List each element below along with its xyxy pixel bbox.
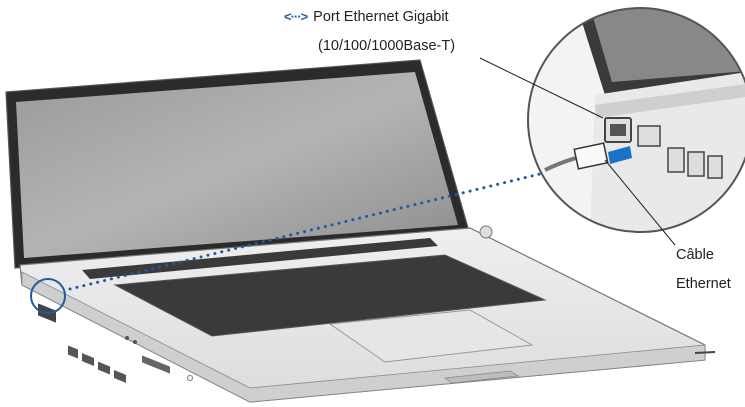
ethernet-port-label: <···> Port Ethernet Gigabit bbox=[284, 7, 449, 27]
ethernet-icon: <···> bbox=[284, 9, 308, 24]
cable-leader-line bbox=[604, 159, 676, 246]
side-ports bbox=[38, 303, 193, 383]
port-spec-label: (10/100/1000Base-T) bbox=[318, 38, 456, 54]
cable-label-line1: Câble bbox=[676, 247, 714, 263]
laptop-lid bbox=[5, 59, 471, 269]
insert-arrow bbox=[608, 146, 632, 164]
zoom-inset bbox=[527, 7, 745, 233]
ethernet-plug bbox=[573, 142, 609, 170]
port-name: Port Ethernet Gigabit bbox=[313, 9, 449, 25]
laptop-base bbox=[19, 225, 716, 403]
port-highlight-circle bbox=[30, 278, 66, 314]
cable-label-line2: Ethernet bbox=[676, 276, 731, 292]
port-leader-line bbox=[479, 57, 604, 119]
